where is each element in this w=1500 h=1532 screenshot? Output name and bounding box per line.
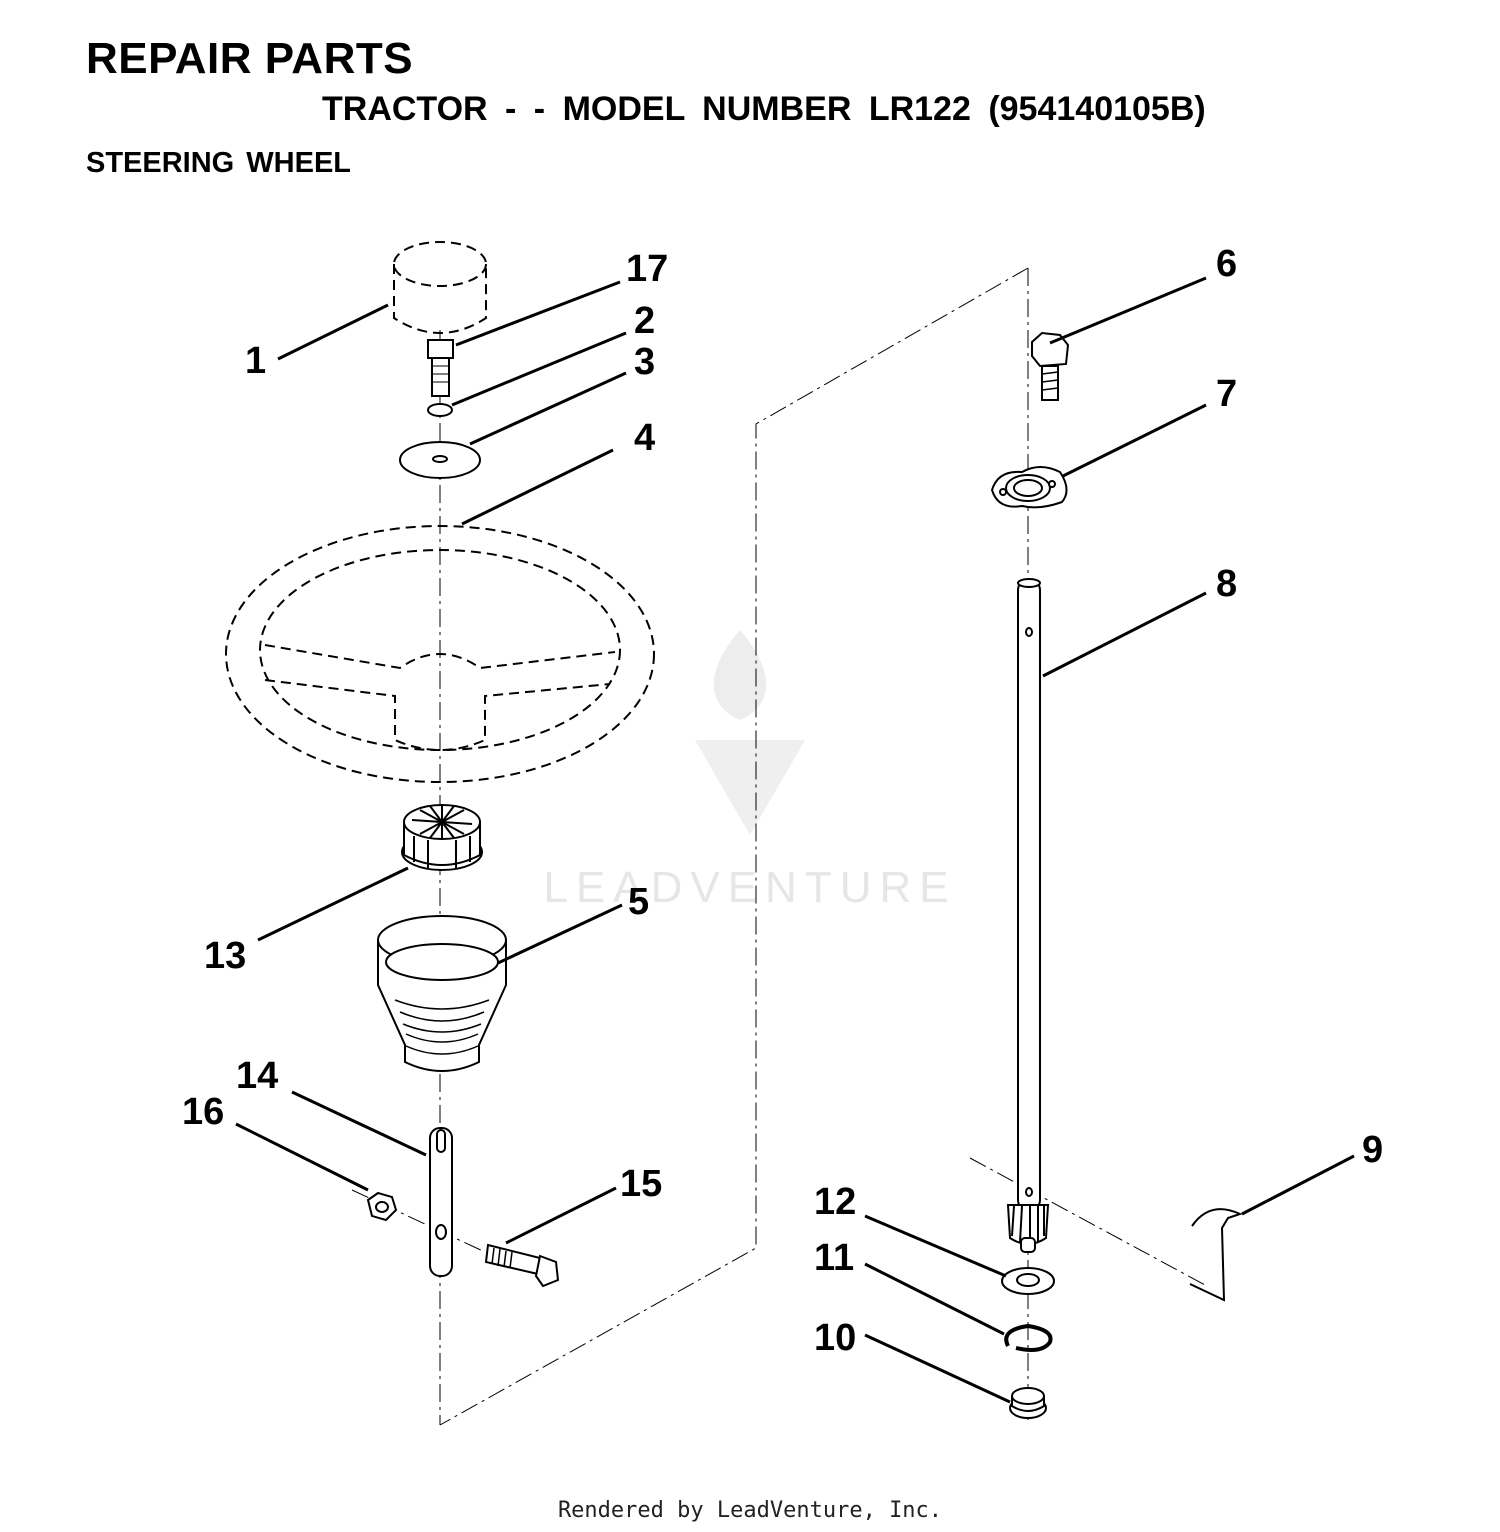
footer-credit: Rendered by LeadVenture, Inc. (557, 1498, 943, 1523)
callout-7: 7 (1216, 373, 1237, 415)
model-subtitle: TRACTOR - - MODEL NUMBER LR122 (95414010… (322, 90, 1206, 128)
part-steering-wheel (225, 525, 655, 783)
callout-numbers: 1 2 3 4 5 6 7 8 9 10 11 12 13 14 15 16 1… (182, 243, 1383, 1359)
callout-15: 15 (620, 1163, 662, 1205)
part-shaft-washer (1001, 1267, 1055, 1295)
leader-lines (235, 276, 1355, 1404)
callout-14: 14 (236, 1055, 278, 1097)
callout-16: 16 (182, 1091, 224, 1133)
callout-5: 5 (628, 881, 649, 923)
callout-6: 6 (1216, 243, 1237, 285)
page-title: REPAIR PARTS (86, 34, 414, 83)
part-spline-adapter (401, 804, 483, 871)
callout-8: 8 (1216, 563, 1237, 605)
part-pinion-gear (1006, 1204, 1050, 1253)
watermark-v-icon (695, 740, 805, 835)
part-boot (377, 915, 507, 1072)
callout-3: 3 (634, 341, 655, 383)
watermark-flame-icon (713, 630, 767, 720)
part-pivot-bolt (484, 1243, 560, 1288)
callout-9: 9 (1362, 1129, 1383, 1171)
part-bolt (427, 339, 454, 397)
callout-17: 17 (626, 248, 668, 290)
part-bushing (1009, 1387, 1047, 1419)
callout-13: 13 (204, 935, 246, 977)
watermark-text: LEADVENTURE (543, 863, 956, 912)
part-cap (393, 241, 487, 334)
part-lock-washer (427, 403, 453, 417)
part-bolt-upper (1031, 331, 1070, 401)
part-flange-bearing (990, 466, 1068, 509)
part-steering-shaft (1017, 578, 1041, 1211)
callout-4: 4 (634, 417, 655, 459)
part-retaining-ring (1004, 1323, 1053, 1352)
part-flat-washer (399, 441, 481, 479)
callout-11: 11 (814, 1237, 854, 1279)
watermark: LEADVENTURE (543, 630, 956, 912)
callout-1: 1 (245, 340, 266, 382)
callout-12: 12 (814, 1181, 856, 1223)
part-lower-shaft (429, 1127, 453, 1277)
part-nut (366, 1191, 398, 1222)
part-wire-clip (1189, 1208, 1243, 1302)
section-title: STEERING WHEEL (86, 147, 352, 179)
callout-10: 10 (814, 1317, 856, 1359)
callout-2: 2 (634, 300, 655, 342)
